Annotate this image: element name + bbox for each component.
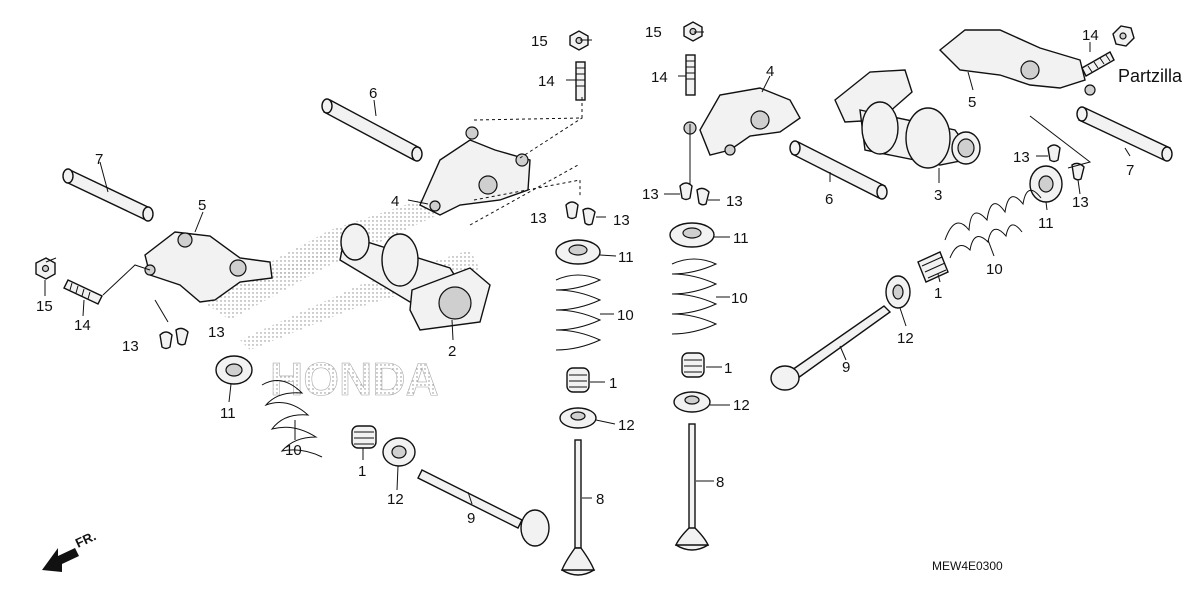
callout-10: 10 <box>731 290 748 307</box>
nut-15-right <box>1112 25 1135 47</box>
stem-seal-1-center-a <box>566 367 590 393</box>
valve-cotters-13-left <box>159 327 189 350</box>
callout-labels: 7 5 6 4 15 14 13 13 11 10 1 12 9 2 15 14… <box>36 24 1134 527</box>
spring-seat-12-center-a <box>559 407 597 429</box>
stem-seal-1-center-b <box>681 352 705 378</box>
callout-8: 8 <box>716 474 724 491</box>
stem-seal-1-right <box>917 251 949 283</box>
callout-11: 11 <box>733 230 749 247</box>
valve-9-left <box>417 469 550 547</box>
callout-11: 11 <box>220 405 236 422</box>
callout-13: 13 <box>613 212 630 229</box>
callout-10: 10 <box>986 261 1003 278</box>
callout-15: 15 <box>36 298 53 315</box>
honda-logo-text: HONDA <box>270 353 439 405</box>
callout-1: 1 <box>934 285 942 302</box>
stem-seal-1-left <box>351 425 377 449</box>
callout-14: 14 <box>74 317 91 334</box>
valve-spring-10-center-a <box>555 274 602 351</box>
valve-9-right <box>770 305 892 391</box>
callout-6: 6 <box>369 85 377 102</box>
callout-13: 13 <box>530 210 547 227</box>
callout-7: 7 <box>95 151 103 168</box>
spring-seat-12-left <box>382 437 416 467</box>
callout-2: 2 <box>448 343 456 360</box>
rocker-arm-4-left <box>419 126 531 216</box>
spring-retainer-11-center-a <box>555 239 601 265</box>
callout-7: 7 <box>1126 162 1134 179</box>
valve-cotters-13-right <box>1047 144 1085 181</box>
spring-retainer-11-center-b <box>669 222 715 248</box>
callout-11: 11 <box>1038 215 1054 232</box>
adjust-screw-14-left <box>63 279 103 305</box>
callout-12: 12 <box>387 491 404 508</box>
valve-8-center-a <box>560 439 596 576</box>
callout-14: 14 <box>651 69 668 86</box>
callout-6: 6 <box>825 191 833 208</box>
fr-label: FR. <box>73 528 98 550</box>
callout-15: 15 <box>645 24 662 41</box>
valve-spring-10-left <box>261 380 323 458</box>
callout-10: 10 <box>617 307 634 324</box>
adjust-screw-14-center-b <box>685 54 696 96</box>
callout-1: 1 <box>358 463 366 480</box>
front-direction-arrow: FR. <box>42 528 98 572</box>
callout-1: 1 <box>609 375 617 392</box>
callout-1: 1 <box>724 360 732 377</box>
spring-retainer-11-left <box>215 355 253 385</box>
adjust-screw-14-center-a <box>575 61 586 101</box>
valve-8-center-b <box>674 423 710 551</box>
callout-13: 13 <box>726 193 743 210</box>
rocker-shaft-6-left <box>321 98 423 162</box>
nut-15-center-a <box>569 30 589 51</box>
valve-cotters-13-center-a <box>565 201 596 226</box>
callout-12: 12 <box>733 397 750 414</box>
callout-5: 5 <box>968 94 976 111</box>
callout-13: 13 <box>1072 194 1089 211</box>
valve-spring-10-center-b <box>671 258 718 335</box>
callout-13: 13 <box>642 186 659 203</box>
callout-5: 5 <box>198 197 206 214</box>
nut-15-left <box>35 257 56 280</box>
nut-15-center-b <box>683 21 703 42</box>
adjust-screw-14-right <box>1081 51 1115 77</box>
rocker-shaft-7-right <box>1076 106 1173 162</box>
rocker-shaft-7-left <box>62 168 154 222</box>
rocker-shaft-6-center <box>789 140 888 200</box>
callout-11: 11 <box>618 249 634 266</box>
callout-14: 14 <box>1082 27 1099 44</box>
partzilla-watermark: Partzilla <box>1118 66 1183 86</box>
callout-14: 14 <box>538 73 555 90</box>
valve-spring-10-right <box>944 189 1042 259</box>
callout-8: 8 <box>596 491 604 508</box>
honda-wing-logo: HONDA <box>200 200 480 405</box>
callout-9: 9 <box>842 359 850 376</box>
callout-9: 9 <box>467 510 475 527</box>
rocker-arm-4-center <box>683 87 801 156</box>
valve-cotters-13-center-b <box>679 182 710 206</box>
callout-13: 13 <box>1013 149 1030 166</box>
callout-4: 4 <box>766 63 774 80</box>
callout-10: 10 <box>285 442 302 459</box>
callout-12: 12 <box>618 417 635 434</box>
callout-4: 4 <box>391 193 399 210</box>
rocker-arm-5-left <box>144 231 273 303</box>
rocker-arm-5-right <box>938 29 1096 96</box>
spring-seat-12-center-b <box>673 391 711 413</box>
camshaft-3 <box>834 69 981 169</box>
callout-15: 15 <box>531 33 548 50</box>
spring-seat-12-right <box>885 275 911 309</box>
callout-13: 13 <box>208 324 225 341</box>
diagram-code: MEW4E0300 <box>932 559 1003 573</box>
callout-3: 3 <box>934 187 942 204</box>
callout-12: 12 <box>897 330 914 347</box>
callout-13: 13 <box>122 338 139 355</box>
camshaft-2 <box>339 223 491 331</box>
leader-lines <box>44 31 1131 505</box>
spring-retainer-11-right <box>1029 165 1063 203</box>
